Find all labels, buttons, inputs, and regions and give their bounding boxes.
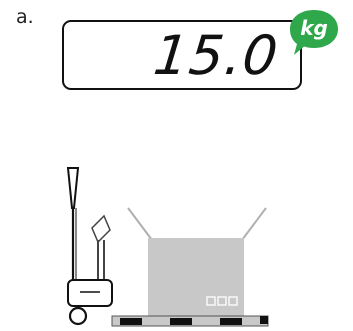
item-label: a. [16, 6, 34, 28]
weight-reading: 15.0 [150, 24, 281, 87]
scale-display: 15.0 [62, 20, 302, 90]
pallet-scale-icon [60, 160, 280, 330]
unit-badge: kg [288, 8, 340, 58]
unit-label: kg [288, 16, 340, 40]
